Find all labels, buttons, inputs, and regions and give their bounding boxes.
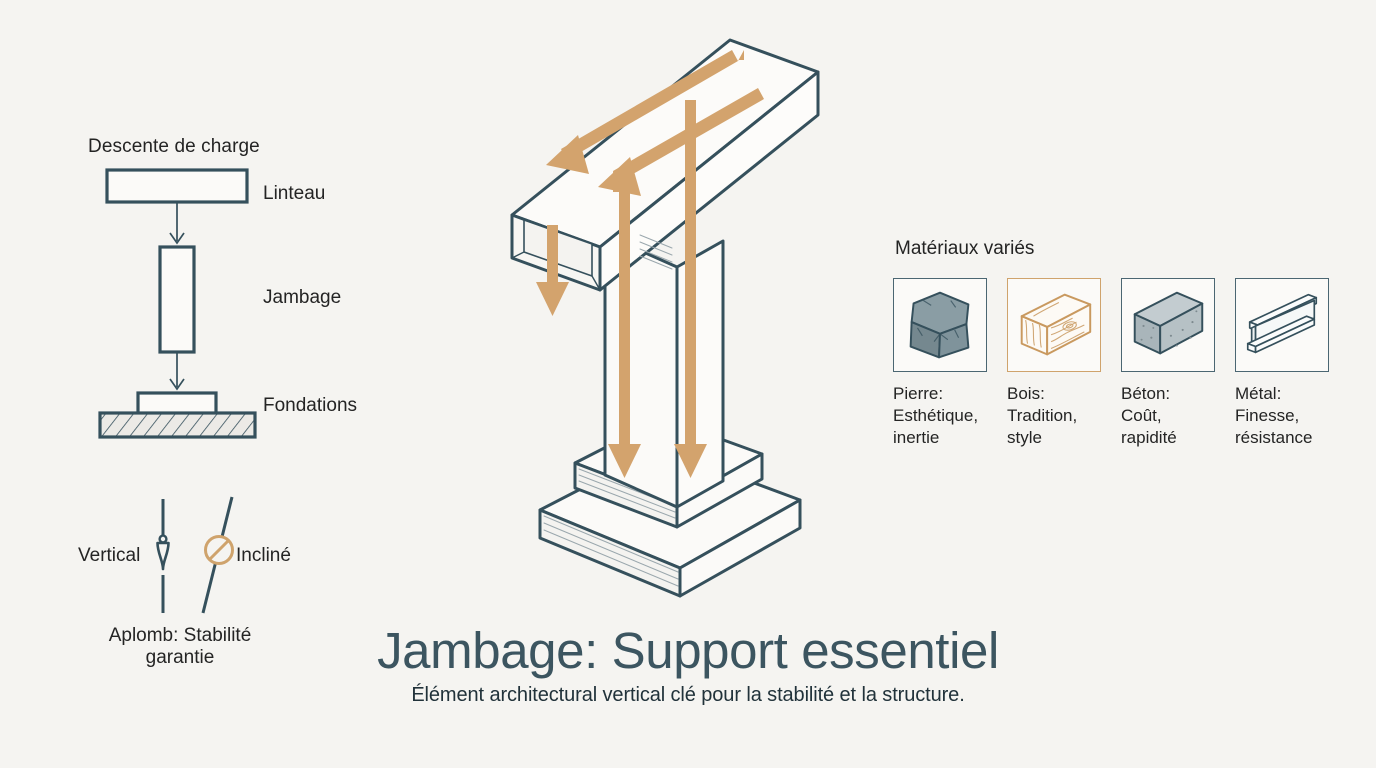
lintel-icon (105, 168, 249, 204)
concrete-block-icon (1121, 278, 1215, 372)
materials-grid: Pierre: Esthétique, inertie (893, 278, 1363, 448)
material-attr1-bois: Tradition, (1007, 405, 1078, 425)
material-name-pierre: Pierre: (893, 384, 944, 403)
stone-block-icon (893, 278, 987, 372)
material-attr2-beton: rapidité (1121, 427, 1177, 447)
plumb-caption-line2: garantie (145, 647, 215, 669)
material-caption-beton: Béton: Coût, rapidité (1121, 383, 1217, 448)
materials-heading: Matériaux variés (895, 238, 1035, 259)
foundation-icon (98, 391, 257, 439)
material-name-beton: Béton: (1121, 384, 1171, 403)
material-name-metal: Métal: (1235, 384, 1282, 403)
steel-ibeam-icon (1235, 278, 1329, 372)
materials-panel: Matériaux variés (893, 238, 1363, 448)
material-attr2-bois: style (1007, 427, 1042, 447)
title-block: Jambage: Support essentiel Élément archi… (0, 624, 1376, 707)
load-path-panel: Descente de charge (0, 0, 400, 470)
load-arrow-lower (169, 352, 185, 391)
load-arrow-upper (169, 202, 185, 245)
wood-beam-icon (1007, 278, 1101, 372)
material-attr2-pierre: inertie (893, 427, 940, 447)
material-attr2-metal: résistance (1235, 427, 1313, 447)
plumb-panel: Vertical Incliné Aplomb: Stabilité garan… (0, 495, 400, 685)
jamb-icon (158, 245, 196, 354)
material-caption-pierre: Pierre: Esthétique, inertie (893, 383, 989, 448)
page-subtitle: Élément architectural vertical clé pour … (411, 684, 965, 707)
prohibited-icon (204, 535, 234, 565)
material-card-pierre[interactable]: Pierre: Esthétique, inertie (893, 278, 989, 448)
material-name-bois: Bois: (1007, 384, 1045, 403)
material-caption-metal: Métal: Finesse, résistance (1235, 383, 1331, 448)
material-attr1-beton: Coût, (1121, 405, 1162, 425)
plumb-diagram (156, 496, 234, 614)
plumb-bob-icon (156, 499, 170, 613)
load-path-diagram (98, 168, 257, 439)
plumb-label-inclined: Incliné (236, 545, 291, 566)
material-card-metal[interactable]: Métal: Finesse, résistance (1235, 278, 1331, 448)
material-attr1-metal: Finesse, (1235, 405, 1300, 425)
load-arrow-column-left (608, 171, 641, 478)
load-path-label-jamb: Jambage (263, 287, 342, 308)
load-path-label-foundation: Fondations (263, 395, 358, 416)
load-arrow-column-right (674, 50, 744, 478)
plumb-label-vertical: Vertical (78, 545, 141, 566)
plumb-caption: Aplomb: Stabilité garantie (20, 625, 340, 670)
material-card-beton[interactable]: Béton: Coût, rapidité (1121, 278, 1217, 448)
load-arrow-beam-top (546, 50, 738, 174)
isometric-post-and-lintel-illustration (500, 20, 880, 620)
plumb-caption-line1: Aplomb: Stabilité (108, 625, 252, 646)
load-path-heading: Descente de charge (88, 136, 260, 157)
load-arrow-beam-end (536, 225, 569, 316)
illustration-svg (510, 38, 820, 598)
material-caption-bois: Bois: Tradition, style (1007, 383, 1103, 448)
material-card-bois[interactable]: Bois: Tradition, style (1007, 278, 1103, 448)
load-path-label-lintel: Linteau (263, 183, 326, 204)
material-attr1-pierre: Esthétique, (893, 405, 979, 425)
load-flow-arrows (536, 50, 764, 478)
page-title: Jambage: Support essentiel (377, 622, 999, 679)
